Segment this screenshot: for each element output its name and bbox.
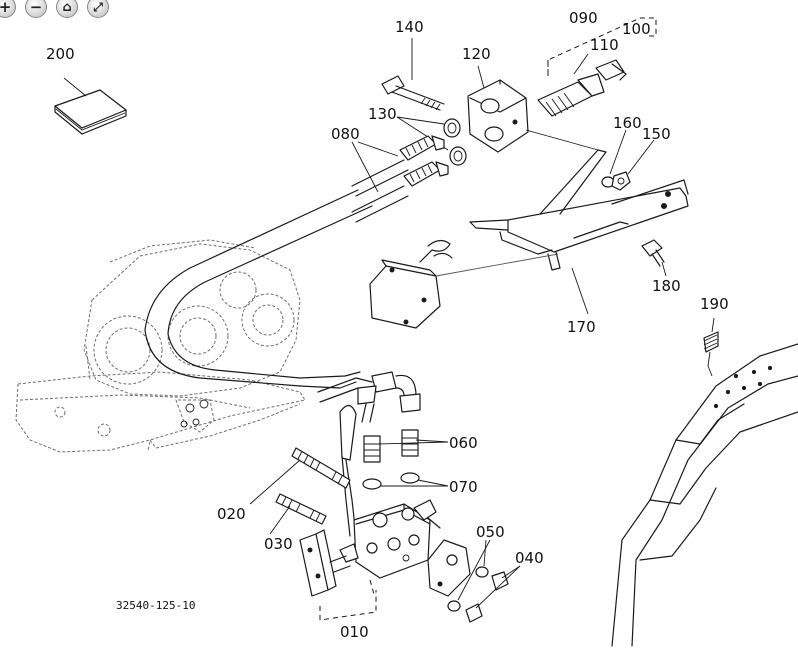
callout-070[interactable]: 070 [449, 478, 478, 496]
quick-coupler-part-090-110 [537, 17, 657, 117]
home-icon: ⌂ [62, 0, 72, 15]
callout-030[interactable]: 030 [264, 535, 293, 553]
bolt-part-180 [641, 239, 667, 277]
bracket-plate-part-010 [299, 529, 377, 621]
callout-160[interactable]: 160 [613, 114, 642, 132]
control-valve-body [329, 499, 441, 579]
callout-170[interactable]: 170 [567, 318, 596, 336]
nut-washer-part-150-160 [601, 129, 655, 191]
fittings-part-060-070 [362, 429, 449, 490]
tractor-body-outline [15, 239, 306, 453]
callout-080[interactable]: 080 [331, 125, 360, 143]
callout-060[interactable]: 060 [449, 434, 478, 452]
control-rods [144, 159, 409, 389]
top-link-frame-part-170 [469, 149, 689, 315]
callout-110[interactable]: 110 [590, 36, 619, 54]
zoom-out-button[interactable]: − [25, 0, 47, 18]
bolt-part-140 [381, 38, 445, 111]
valve-mount-bracket [427, 539, 521, 623]
bracket-block-part-120 [467, 65, 599, 153]
callout-labels: 200 140 120 090 100 110 130 080 160 150 … [46, 9, 729, 641]
hydraulic-hoses [317, 371, 421, 423]
callout-130[interactable]: 130 [368, 105, 397, 123]
callout-200[interactable]: 200 [46, 45, 75, 63]
callout-120[interactable]: 120 [462, 45, 491, 63]
minus-icon: − [29, 0, 43, 16]
mounting-bracket [369, 239, 559, 329]
viewer-toolbar: + − ⌂ ⤢ [0, 0, 109, 22]
callout-190[interactable]: 190 [700, 295, 729, 313]
callout-180[interactable]: 180 [652, 277, 681, 295]
fit-to-screen-button[interactable]: ⤢ [87, 0, 109, 18]
control-lever [339, 404, 357, 537]
plus-icon: + [0, 0, 12, 16]
rear-fender-part-190 [611, 317, 798, 647]
callout-020[interactable]: 020 [217, 505, 246, 523]
callout-140[interactable]: 140 [395, 18, 424, 36]
cable-ends-part-080 [351, 135, 449, 193]
studs-part-020-030 [249, 447, 351, 535]
manual-booklet-part [54, 77, 127, 135]
callout-150[interactable]: 150 [642, 125, 671, 143]
callout-010[interactable]: 010 [340, 623, 369, 641]
callout-040[interactable]: 040 [515, 549, 544, 567]
callout-090[interactable]: 090 [569, 9, 598, 27]
home-button[interactable]: ⌂ [56, 0, 78, 18]
callout-050[interactable]: 050 [476, 523, 505, 541]
zoom-in-button[interactable]: + [0, 0, 16, 18]
drawing-code: 32540-125-10 [116, 599, 195, 612]
callout-100[interactable]: 100 [622, 20, 651, 38]
fit-screen-icon: ⤢ [93, 0, 103, 14]
